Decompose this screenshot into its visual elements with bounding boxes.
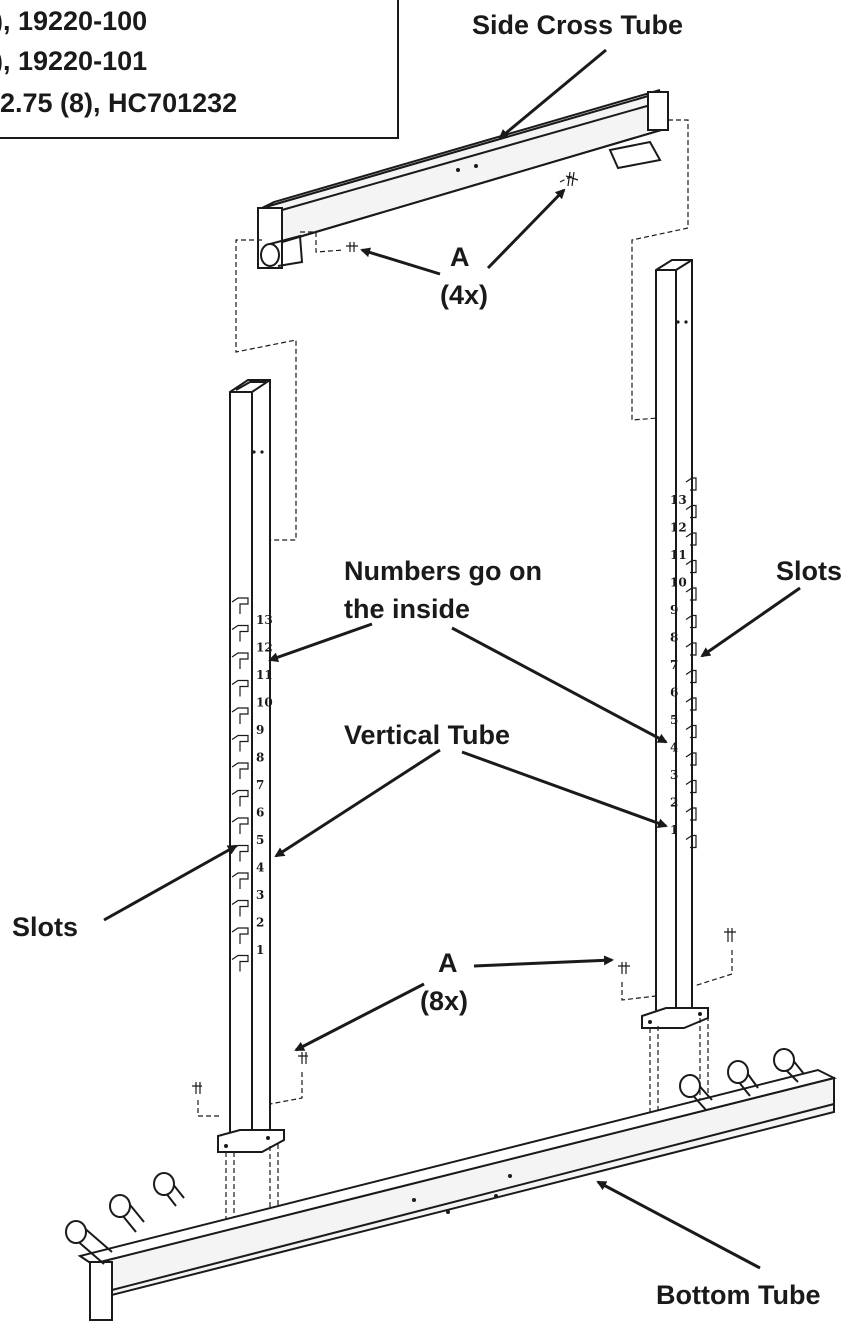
slot-hook bbox=[231, 899, 249, 917]
arrow-a-bottom-right bbox=[473, 955, 614, 968]
slot-number: 5 bbox=[256, 833, 264, 847]
bottom-tube bbox=[65, 1048, 837, 1321]
slot-hook bbox=[685, 642, 697, 656]
slot-number: 11 bbox=[256, 668, 273, 682]
label-numbers-inside-1: Numbers go on bbox=[344, 556, 542, 586]
arrow-vertical-left bbox=[274, 748, 441, 858]
right-vertical-tube bbox=[641, 259, 709, 1029]
left-slot-column bbox=[231, 597, 249, 972]
slot-hook bbox=[685, 669, 697, 684]
label-slots-left: Slots bbox=[12, 912, 78, 942]
slot-number: 3 bbox=[256, 888, 264, 902]
slot-hook bbox=[231, 734, 249, 752]
slot-hook bbox=[231, 954, 249, 972]
slot-number: 12 bbox=[256, 641, 273, 655]
slot-number: 8 bbox=[670, 631, 678, 645]
slot-hook bbox=[231, 707, 249, 724]
slot-hook bbox=[231, 789, 249, 807]
label-a-top-count: (4x) bbox=[440, 280, 488, 310]
bolt-top-left bbox=[346, 242, 358, 252]
slot-hook bbox=[685, 614, 697, 629]
label-a-bottom: A bbox=[438, 948, 458, 978]
slot-hook bbox=[231, 652, 249, 669]
slot-number: 12 bbox=[670, 521, 687, 535]
arrow-a-top-left bbox=[360, 247, 441, 276]
bolt-bottom-left-2 bbox=[269, 1052, 308, 1105]
arrow-slots-right bbox=[700, 586, 801, 658]
slot-number: 13 bbox=[256, 613, 273, 627]
parts-line-1: ), 19220-100 bbox=[0, 6, 147, 36]
arrow-bottom-tube bbox=[596, 1180, 761, 1270]
arrow-numbers-right bbox=[451, 626, 668, 744]
slot-number: 5 bbox=[670, 713, 678, 727]
parts-line-2: ), 19220-101 bbox=[0, 46, 147, 76]
slot-hook bbox=[685, 587, 697, 601]
arrow-a-bottom-left bbox=[294, 982, 425, 1052]
left-slot-numbers: 13 12 11 10 9 8 7 6 5 4 3 2 1 bbox=[256, 613, 273, 957]
slot-hook bbox=[231, 872, 249, 889]
slot-hook bbox=[685, 559, 697, 574]
right-slot-numbers: 13 12 11 10 9 8 7 6 5 4 3 2 1 bbox=[670, 493, 687, 837]
right-slot-column bbox=[685, 477, 697, 849]
slot-number: 1 bbox=[256, 943, 264, 957]
bolt-bottom-right-2 bbox=[693, 928, 736, 987]
slot-hook bbox=[231, 679, 249, 697]
slot-hook bbox=[685, 807, 697, 821]
slot-hook bbox=[685, 477, 697, 491]
slot-number: 9 bbox=[256, 723, 264, 737]
bolt-bottom-right-1 bbox=[618, 962, 657, 1001]
slot-hook bbox=[685, 504, 697, 519]
bolt-bottom-left-1 bbox=[192, 1082, 222, 1117]
slot-number: 6 bbox=[670, 686, 678, 700]
storage-pegs-left bbox=[65, 1172, 185, 1265]
slot-number: 2 bbox=[256, 916, 264, 930]
arrow-side-cross-tube bbox=[498, 48, 607, 140]
slot-hook bbox=[231, 762, 249, 779]
slot-number: 9 bbox=[670, 603, 678, 617]
slot-hook bbox=[685, 724, 697, 739]
arrow-numbers-left bbox=[268, 622, 373, 663]
slot-hook bbox=[231, 597, 249, 614]
slot-number: 4 bbox=[256, 861, 264, 875]
label-vertical-tube: Vertical Tube bbox=[344, 720, 510, 750]
slot-number: 7 bbox=[670, 658, 678, 672]
slot-number: 3 bbox=[670, 768, 678, 782]
slot-number: 1 bbox=[670, 823, 678, 837]
bolt-top-right bbox=[565, 171, 579, 187]
slot-hook bbox=[231, 624, 249, 642]
storage-pegs-right bbox=[679, 1048, 805, 1111]
label-numbers-inside-2: the inside bbox=[344, 594, 470, 624]
slot-number: 10 bbox=[256, 696, 273, 710]
slot-number: 6 bbox=[256, 806, 264, 820]
label-slots-right: Slots bbox=[776, 556, 842, 586]
parts-list-box: ), 19220-100 ), 19220-101 2.75 (8), HC70… bbox=[0, 0, 399, 139]
slot-number: 10 bbox=[670, 576, 687, 590]
label-bottom-tube: Bottom Tube bbox=[656, 1280, 820, 1310]
slot-hook bbox=[685, 532, 697, 546]
slot-number: 8 bbox=[256, 751, 264, 765]
label-side-cross-tube: Side Cross Tube bbox=[472, 10, 683, 40]
parts-line-3: 2.75 (8), HC701232 bbox=[0, 88, 237, 118]
side-cross-tube bbox=[257, 89, 669, 269]
arrow-slots-left bbox=[103, 844, 238, 922]
slot-number: 2 bbox=[670, 796, 678, 810]
slot-hook bbox=[685, 752, 697, 766]
arrow-vertical-right bbox=[461, 750, 668, 828]
slot-hook bbox=[685, 779, 697, 794]
label-a-bottom-count: (8x) bbox=[420, 986, 468, 1016]
arrow-a-top-right bbox=[486, 188, 566, 270]
slot-number: 13 bbox=[670, 493, 687, 507]
slot-hook bbox=[685, 834, 697, 849]
slot-number: 7 bbox=[256, 778, 264, 792]
label-a-top: A bbox=[450, 242, 470, 272]
slot-hook bbox=[231, 927, 249, 944]
left-vertical-tube bbox=[217, 379, 285, 1153]
slot-hook bbox=[231, 817, 249, 834]
slot-number: 11 bbox=[670, 548, 687, 562]
slot-hook bbox=[685, 697, 697, 711]
slot-number: 4 bbox=[670, 741, 678, 755]
